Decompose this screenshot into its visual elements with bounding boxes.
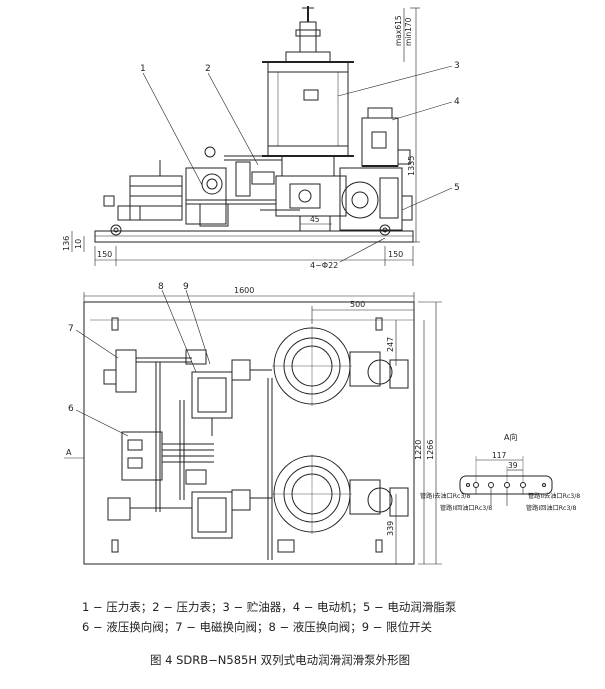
dim-base-height: 136 (62, 236, 71, 251)
plan-view-leaders (75, 289, 211, 437)
upper-pump-plan (272, 326, 409, 406)
dim-gap: 45 (310, 215, 320, 224)
side-view-leaders (142, 65, 453, 211)
legend-line-1: 1 − 压力表；2 − 压力表；3 − 贮油器，4 − 电动机；5 − 电动润滑… (82, 600, 457, 614)
lower-valve-group (107, 469, 295, 553)
dim-pump-offset: 500 (350, 300, 365, 309)
upper-valve-group (103, 349, 273, 560)
dim-pump-lower: 339 (386, 521, 395, 536)
legend-line-2: 6 − 液压换向阀；7 − 电磁换向阀；8 − 液压换向阀；9 − 限位开关 (82, 620, 433, 634)
lower-pump-plan (272, 454, 409, 534)
valve-assembly (103, 146, 300, 227)
dim-base-offset: 10 (74, 239, 83, 249)
callout-7: 7 (68, 324, 74, 334)
plan-view (83, 301, 415, 565)
callout-4: 4 (454, 97, 460, 107)
dim-spacing-total: 117 (492, 451, 507, 460)
detail-a-title: A向 (504, 432, 517, 442)
detail-a-view (459, 456, 553, 506)
plan-view-dimensions (64, 292, 442, 565)
plan-base-plate (83, 301, 415, 565)
callout-2: 2 (205, 64, 211, 74)
dim-mount-holes: 4−Φ22 (310, 261, 338, 270)
dim-height-min: min170 (404, 17, 413, 46)
port-label-3: 管路II去油口Rc3/8 (528, 492, 580, 500)
dim-inner-width: 1220 (414, 440, 423, 460)
callout-8: 8 (158, 282, 164, 292)
electric-motor (361, 107, 411, 167)
dim-height-max: max615 (394, 15, 403, 46)
figure-caption: 图 4 SDRB−N585H 双列式电动润滑润滑泵外形图 (150, 653, 411, 667)
dim-pump-upper: 247 (386, 337, 395, 352)
dim-spacing-pitch: 39 (508, 461, 518, 470)
callout-6: 6 (68, 404, 74, 414)
dim-overall-height: 1335 (407, 156, 416, 176)
port-label-2: 管路II回油口Rc3/8 (440, 504, 492, 512)
callout-3: 3 (454, 61, 460, 71)
parts-legend: 1 − 压力表；2 − 压力表；3 − 贮油器，4 − 电动机；5 − 电动润滑… (82, 597, 456, 637)
dim-right-offset: 150 (388, 250, 403, 259)
side-view-dimensions (71, 7, 420, 266)
hydraulic-reversing-valve (121, 431, 214, 481)
dim-overall-length: 1600 (234, 286, 254, 295)
lubrication-pump (275, 155, 347, 232)
equipment-outline-drawing: 1 2 3 4 5 6 7 8 9 max615 min170 1335 136… (62, 6, 580, 565)
port-label-1: 管路I去油口Rc3/8 (420, 492, 470, 500)
dim-left-offset: 150 (97, 250, 112, 259)
callout-9: 9 (183, 282, 189, 292)
section-marker-a: A (66, 448, 72, 457)
gear-reducer (339, 167, 413, 231)
port-label-4: 管路I回油口Rc3/8 (526, 504, 576, 512)
dim-overall-width: 1266 (426, 440, 435, 460)
side-view (94, 6, 414, 243)
callout-5: 5 (454, 183, 460, 193)
base-frame (94, 230, 414, 243)
callout-1: 1 (140, 64, 146, 74)
grease-reservoir (262, 6, 354, 157)
